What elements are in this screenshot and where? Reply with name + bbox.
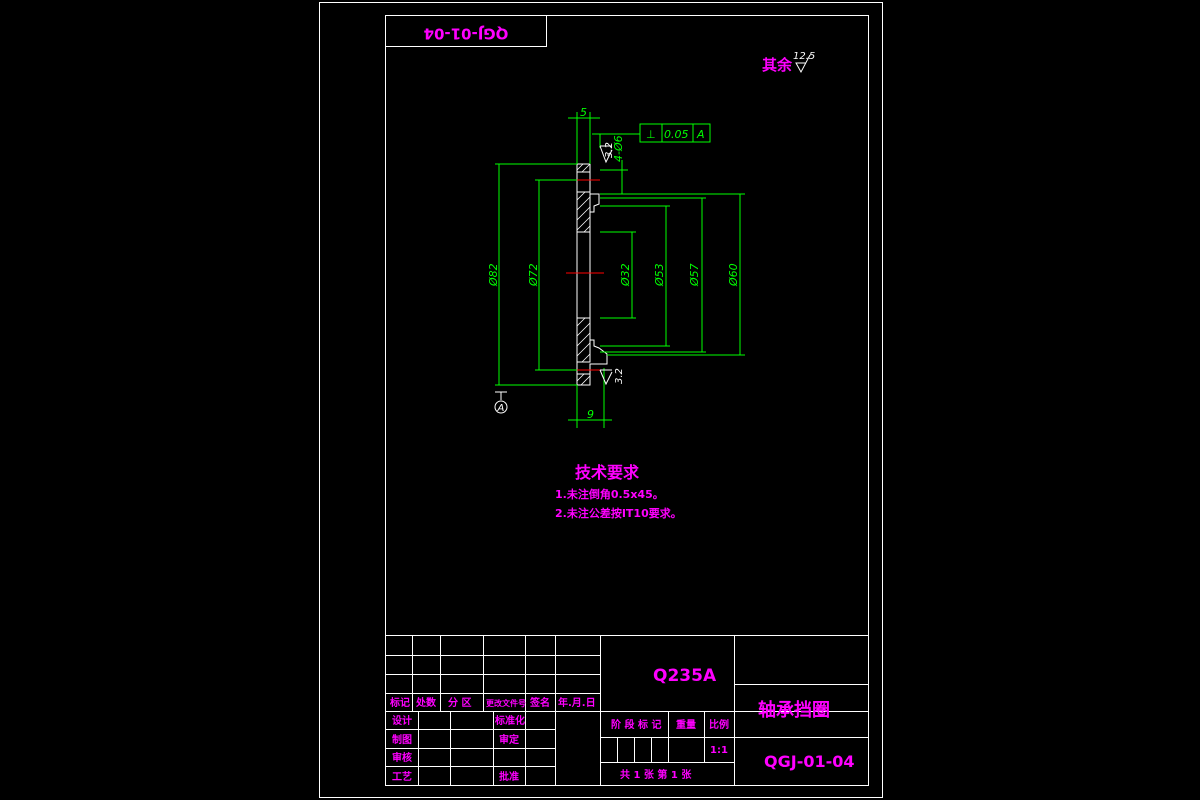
tech-title: 技术要求 [575, 463, 640, 482]
role-process: 工艺 [392, 770, 412, 783]
weight-label: 重量 [676, 718, 696, 731]
roughness-top-icon [599, 145, 613, 164]
inner-border [385, 15, 869, 786]
datum-label: A [497, 403, 505, 414]
roughness-symbol-icon [795, 54, 811, 74]
dimensions: 5 4-Ø6 Ø82 Ø72 Ø32 Ø53 Ø57 [487, 106, 745, 428]
std-label: 标准化 [494, 714, 525, 727]
scale-value: 1:1 [710, 745, 728, 756]
part-section [566, 163, 608, 386]
tech-item-1: 1.未注倒角0.5x45。 [555, 487, 664, 501]
tolerance-datum: A [696, 128, 705, 141]
dim-d53: Ø53 [653, 263, 666, 287]
drawing-no: QGJ-01-04 [764, 752, 855, 771]
general-roughness: 其余 12.5 [762, 51, 815, 74]
dim-d72: Ø72 [527, 263, 540, 287]
roughness-general-value: 12.5 [793, 51, 815, 62]
roughness-top-value: 3.2 [604, 142, 615, 158]
hdr-date: 年.月.日 [558, 696, 596, 709]
roughness-bottom-icon [599, 369, 613, 386]
hdr-sign: 签名 [529, 696, 550, 709]
sheets: 共 1 张 第 1 张 [620, 768, 692, 781]
tech-item-2: 2.未注公差按IT10要求。 [555, 506, 682, 520]
role-draw: 制图 [392, 733, 412, 746]
scale-label: 比例 [709, 718, 729, 731]
code-box: QGJ-01-04 [385, 15, 547, 47]
title-block: 标记 处数 分 区 更改文件号 签名 年.月.日 设计 制图 审核 工艺 标准化… [385, 635, 869, 786]
hatch-lower [576, 317, 591, 386]
roughness-bottom-value: 3.2 [614, 368, 625, 384]
dim-d57: Ø57 [688, 263, 701, 287]
material: Q235A [653, 666, 717, 686]
dim-hole: 4-Ø6 [612, 135, 625, 162]
hatch-upper [576, 163, 591, 233]
role-check: 审核 [392, 751, 412, 764]
tolerance-frame: ⊥ 0.05 A [639, 123, 711, 143]
role-design: 设计 [392, 714, 412, 727]
hdr-count: 处数 [415, 696, 437, 709]
hdr-change-doc: 更改文件号 [486, 698, 526, 708]
hdr-zone: 分 区 [448, 696, 471, 709]
ratify-label: 批准 [499, 770, 519, 783]
dim-d32: Ø32 [619, 263, 632, 287]
dim-d82: Ø82 [487, 263, 500, 287]
tolerance-symbol: ⊥ [646, 128, 656, 141]
tech-requirements: 技术要求 1.未注倒角0.5x45。 2.未注公差按IT10要求。 [555, 463, 682, 520]
stage-label: 阶 段 标 记 [611, 718, 661, 731]
approve-label: 审定 [499, 733, 519, 746]
hdr-mark: 标记 [389, 696, 410, 709]
dim-top-width: 5 [580, 106, 587, 119]
mirrored-drawing-code: QGJ-01-04 [424, 25, 509, 43]
local-roughness: 3.2 3.2 [599, 142, 625, 386]
part-name: 轴承挡圈 [758, 699, 830, 721]
outer-border [319, 2, 883, 798]
dim-d60: Ø60 [727, 263, 740, 287]
tolerance-value: 0.05 [664, 128, 689, 141]
datum-symbol: A [494, 391, 508, 414]
dim-bottom-width: 9 [587, 408, 594, 421]
roughness-general-label: 其余 [762, 56, 793, 74]
